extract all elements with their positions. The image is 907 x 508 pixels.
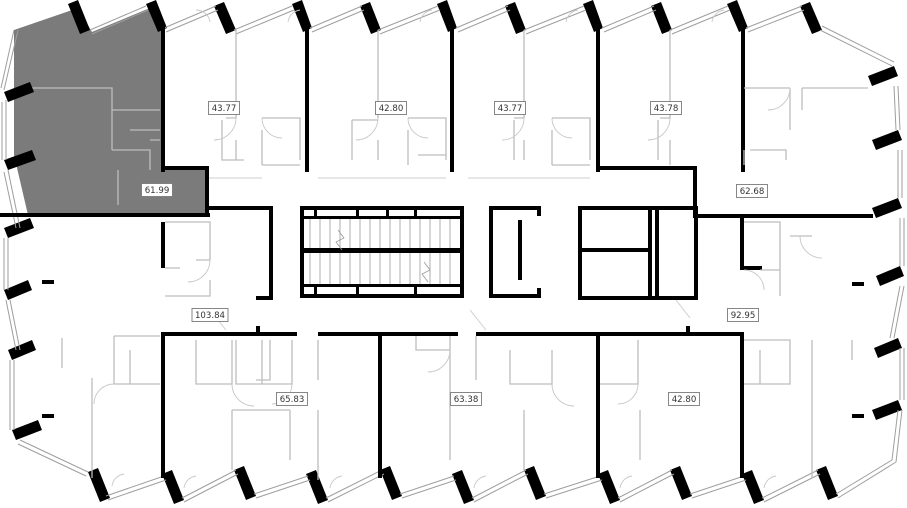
area-label-unit-6[interactable]: 62.68	[736, 184, 768, 198]
area-label-text: 42.80	[379, 104, 404, 114]
area-label-unit-10[interactable]: 63.38	[450, 392, 482, 406]
area-label-text: 62.68	[740, 187, 765, 197]
unit-3-area[interactable]	[309, 6, 450, 166]
area-label-text: 43.77	[212, 104, 237, 114]
area-label-box	[450, 392, 482, 406]
area-label-box	[276, 392, 308, 406]
corridor-lines	[209, 177, 691, 331]
unit-5-area[interactable]	[600, 6, 741, 166]
area-label-box	[375, 101, 407, 115]
facade-walls	[4, 0, 904, 504]
area-label-unit-7[interactable]: 103.84	[191, 308, 229, 322]
area-label-box	[141, 183, 173, 197]
area-label-text: 92.95	[731, 311, 756, 321]
area-label-unit-9[interactable]: 65.83	[276, 392, 308, 406]
area-label-box	[736, 184, 768, 198]
unit-11-area[interactable]	[600, 336, 740, 500]
staircase	[309, 208, 451, 296]
area-label-text: 61.99	[145, 186, 170, 196]
area-label-unit-5[interactable]: 43.78	[650, 101, 682, 115]
facade-windows	[0, 5, 905, 503]
unit-9-area[interactable]	[165, 336, 378, 500]
area-label-unit-8[interactable]: 92.95	[727, 308, 759, 322]
area-label-text: 43.78	[654, 104, 679, 114]
area-label-box	[191, 308, 229, 322]
area-label-text: 65.83	[280, 395, 305, 405]
door-swings	[93, 9, 823, 489]
area-label-box	[650, 101, 682, 115]
area-label-text: 42.80	[672, 395, 697, 405]
partitions	[61, 30, 868, 480]
area-label-box	[668, 392, 700, 406]
unit-4-area[interactable]	[454, 6, 596, 166]
unit-61-99-selected[interactable]	[14, 8, 207, 215]
area-label-unit-2[interactable]: 43.77	[208, 101, 240, 115]
area-label-text: 63.38	[454, 395, 479, 405]
unit-10-area[interactable]	[382, 336, 596, 500]
area-label-box	[208, 101, 240, 115]
area-label-box	[727, 308, 759, 322]
area-label-text: 103.84	[195, 311, 225, 321]
area-label-unit-4[interactable]: 43.77	[494, 101, 526, 115]
area-label-text: 43.77	[498, 104, 523, 114]
area-label-unit-3[interactable]: 42.80	[375, 101, 407, 115]
area-label-unit-11[interactable]: 42.80	[668, 392, 700, 406]
selected-unit-fill[interactable]	[14, 8, 207, 215]
area-labels: 61.99 43.77 42.80 43.77 43.78 62.68 103.84 92.9…	[141, 101, 768, 406]
area-label-box	[494, 101, 526, 115]
interior-walls	[0, 26, 873, 478]
unit-2-area[interactable]	[165, 6, 305, 166]
area-label-unit-1[interactable]: 61.99	[141, 183, 173, 197]
